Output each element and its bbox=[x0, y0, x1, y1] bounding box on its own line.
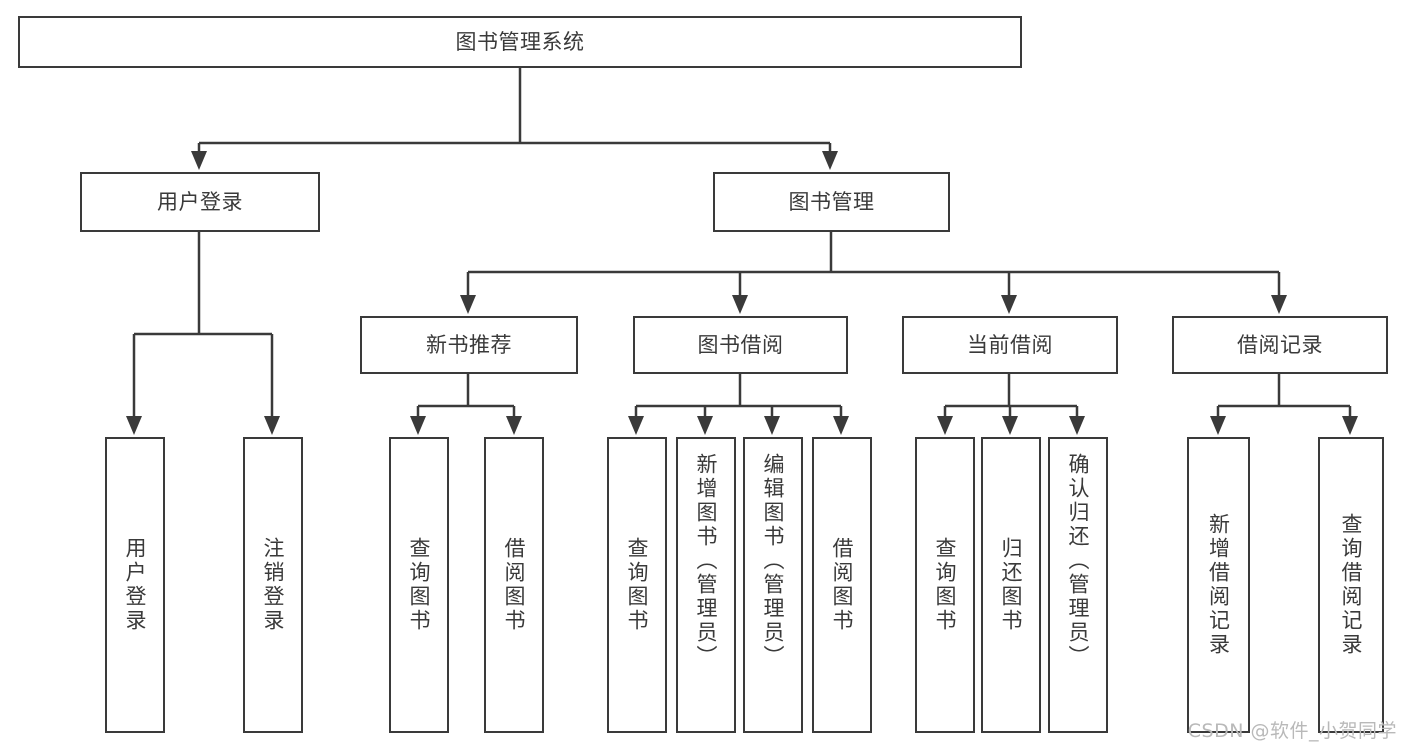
node-leaf-query-book-2[interactable]: 查询图书 bbox=[607, 437, 667, 733]
node-label: 图书借阅 bbox=[697, 332, 784, 357]
node-label: 当前借阅 bbox=[967, 332, 1053, 357]
node-book-borrow[interactable]: 图书借阅 bbox=[633, 316, 848, 374]
node-leaf-return-book[interactable]: 归还图书 bbox=[981, 437, 1041, 733]
node-root[interactable]: 图书管理系统 bbox=[18, 16, 1022, 68]
node-leaf-add-book[interactable]: 新增图书（管理员） bbox=[676, 437, 736, 733]
node-label: 查询图书 bbox=[407, 537, 432, 633]
node-label: 编辑图书（管理员） bbox=[761, 453, 786, 669]
node-leaf-borrow-book-2[interactable]: 借阅图书 bbox=[812, 437, 872, 733]
node-leaf-query-book-1[interactable]: 查询图书 bbox=[389, 437, 449, 733]
node-leaf-logout[interactable]: 注销登录 bbox=[243, 437, 303, 733]
node-leaf-borrow-book-1[interactable]: 借阅图书 bbox=[484, 437, 544, 733]
node-label: 用户登录 bbox=[157, 189, 243, 214]
node-label: 图书管理系统 bbox=[455, 29, 585, 54]
node-label: 用户登录 bbox=[123, 537, 148, 633]
node-current-borrow[interactable]: 当前借阅 bbox=[902, 316, 1118, 374]
node-leaf-edit-book[interactable]: 编辑图书（管理员） bbox=[743, 437, 803, 733]
node-book-manage[interactable]: 图书管理 bbox=[713, 172, 950, 232]
node-leaf-add-record[interactable]: 新增借阅记录 bbox=[1187, 437, 1250, 733]
node-leaf-confirm-return[interactable]: 确认归还（管理员） bbox=[1048, 437, 1108, 733]
node-label: 新增借阅记录 bbox=[1206, 513, 1231, 657]
node-label: 借阅图书 bbox=[502, 537, 527, 633]
node-label: 注销登录 bbox=[261, 537, 286, 633]
watermark-label: CSDN @软件_小贺同学 bbox=[1187, 720, 1397, 742]
node-label: 借阅记录 bbox=[1237, 332, 1323, 357]
node-label: 查询图书 bbox=[933, 537, 958, 633]
node-leaf-user-login[interactable]: 用户登录 bbox=[105, 437, 165, 733]
node-label: 新增图书（管理员） bbox=[694, 453, 719, 669]
node-label: 图书管理 bbox=[788, 189, 875, 214]
node-label: 查询借阅记录 bbox=[1339, 513, 1364, 657]
node-user-login[interactable]: 用户登录 bbox=[80, 172, 320, 232]
node-label: 新书推荐 bbox=[426, 332, 512, 357]
node-label: 查询图书 bbox=[625, 537, 650, 633]
node-new-book-rec[interactable]: 新书推荐 bbox=[360, 316, 578, 374]
node-label: 确认归还（管理员） bbox=[1066, 453, 1091, 669]
node-borrow-record[interactable]: 借阅记录 bbox=[1172, 316, 1388, 374]
node-label: 借阅图书 bbox=[830, 537, 855, 633]
node-leaf-query-record[interactable]: 查询借阅记录 bbox=[1318, 437, 1384, 733]
node-leaf-query-book-3[interactable]: 查询图书 bbox=[915, 437, 975, 733]
node-label: 归还图书 bbox=[999, 537, 1024, 633]
